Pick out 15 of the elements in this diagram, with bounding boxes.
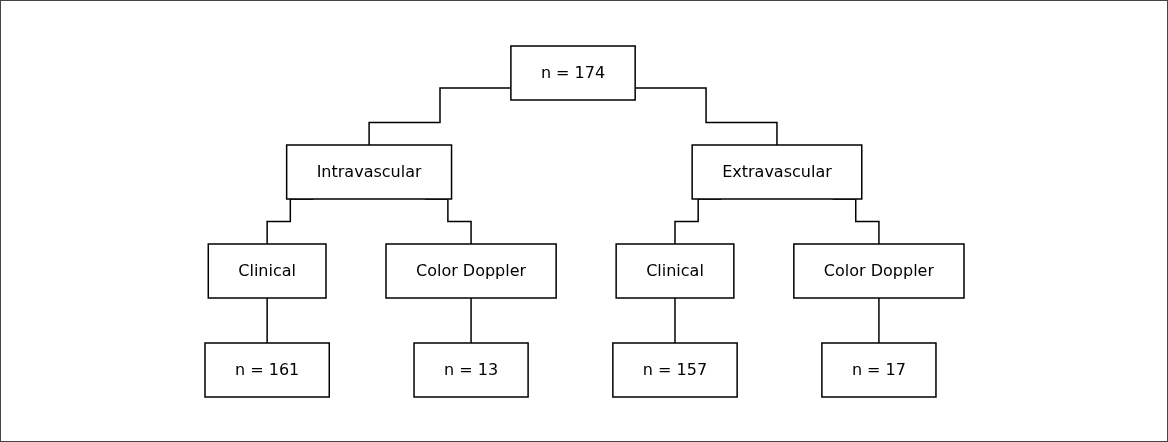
node-box: n = 13 — [412, 341, 529, 398]
connector — [877, 296, 880, 344]
node-box: Clinical — [614, 242, 735, 299]
node-box: Clinical — [207, 242, 327, 299]
node-box: n = 174 — [509, 44, 636, 101]
node-box: n = 161 — [203, 341, 330, 398]
node-box: n = 17 — [820, 341, 937, 398]
node-box: Color Doppler — [384, 242, 557, 299]
node-box: Extravascular — [690, 143, 862, 200]
connector — [265, 296, 268, 344]
connector — [469, 296, 472, 344]
node-box: Intravascular — [285, 143, 452, 200]
node-box: n = 157 — [611, 341, 738, 398]
node-box: Color Doppler — [792, 242, 965, 299]
connector — [673, 296, 676, 344]
